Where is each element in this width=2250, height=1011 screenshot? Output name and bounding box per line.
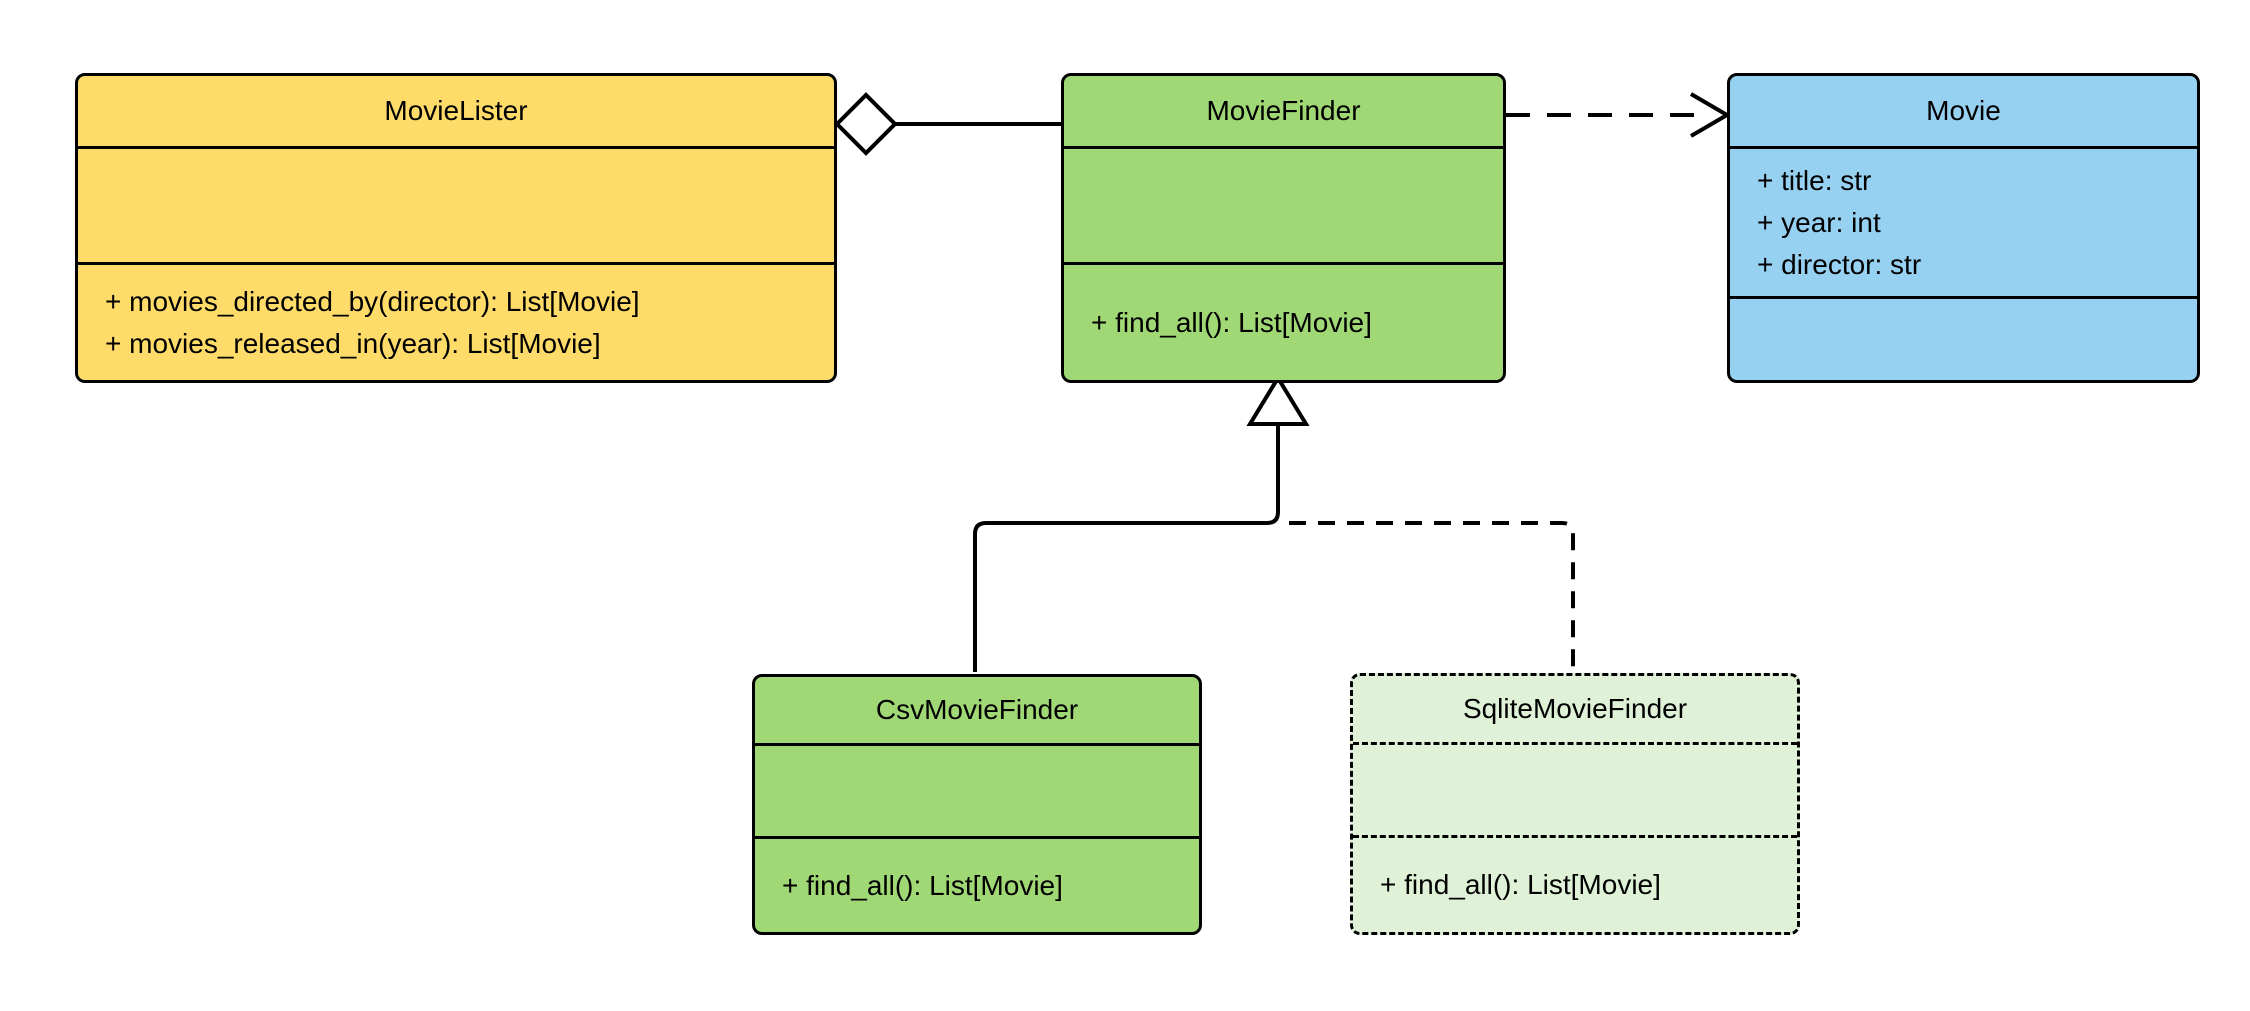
class-name: CsvMovieFinder	[875, 694, 1079, 725]
attributes-compartment	[755, 743, 1199, 836]
class-sqlite-movie-finder: SqliteMovieFinder + find_all(): List[Mov…	[1350, 673, 1800, 935]
aggregation-connector	[834, 92, 1061, 156]
class-name: Movie	[1926, 95, 2001, 126]
methods-compartment: + find_all(): List[Movie]	[755, 836, 1199, 932]
method: + movies_released_in(year): List[Movie]	[105, 327, 601, 359]
attributes-compartment	[78, 146, 834, 262]
open-arrowhead-icon	[1689, 92, 1731, 138]
generalization-triangle	[973, 374, 1575, 672]
class-movie-lister: MovieLister + movies_directed_by(directo…	[75, 73, 837, 383]
method: + movies_directed_by(director): List[Mov…	[105, 285, 640, 317]
hollow-triangle-icon	[1246, 374, 1310, 426]
attribute: + year: int	[1757, 206, 1881, 238]
methods-compartment: + find_all(): List[Movie]	[1353, 835, 1797, 932]
method: + find_all(): List[Movie]	[782, 869, 1063, 901]
class-name: SqliteMovieFinder	[1462, 693, 1688, 724]
attributes-compartment	[1353, 742, 1797, 835]
method: + find_all(): List[Movie]	[1380, 869, 1661, 900]
dependency-arrow	[1506, 92, 1731, 138]
attributes-compartment: + title: str + year: int + director: str	[1730, 146, 2197, 296]
attributes-compartment	[1064, 146, 1503, 262]
class-name: MovieFinder	[1206, 95, 1361, 126]
attribute: + title: str	[1757, 164, 1872, 196]
class-movie: Movie + title: str + year: int + directo…	[1727, 73, 2200, 383]
attribute: + director: str	[1757, 248, 1922, 280]
generalization-dashed-branch	[1289, 521, 1575, 671]
generalization-solid-branch	[973, 424, 1280, 672]
class-csv-movie-finder: CsvMovieFinder + find_all(): List[Movie]	[752, 674, 1202, 935]
class-movie-finder: MovieFinder + find_all(): List[Movie]	[1061, 73, 1506, 383]
methods-compartment	[1730, 296, 2197, 380]
aggregation-diamond-icon	[834, 92, 898, 156]
methods-compartment: + find_all(): List[Movie]	[1064, 262, 1503, 380]
method: + find_all(): List[Movie]	[1091, 306, 1372, 338]
methods-compartment: + movies_directed_by(director): List[Mov…	[78, 262, 834, 380]
class-name: MovieLister	[384, 95, 528, 126]
